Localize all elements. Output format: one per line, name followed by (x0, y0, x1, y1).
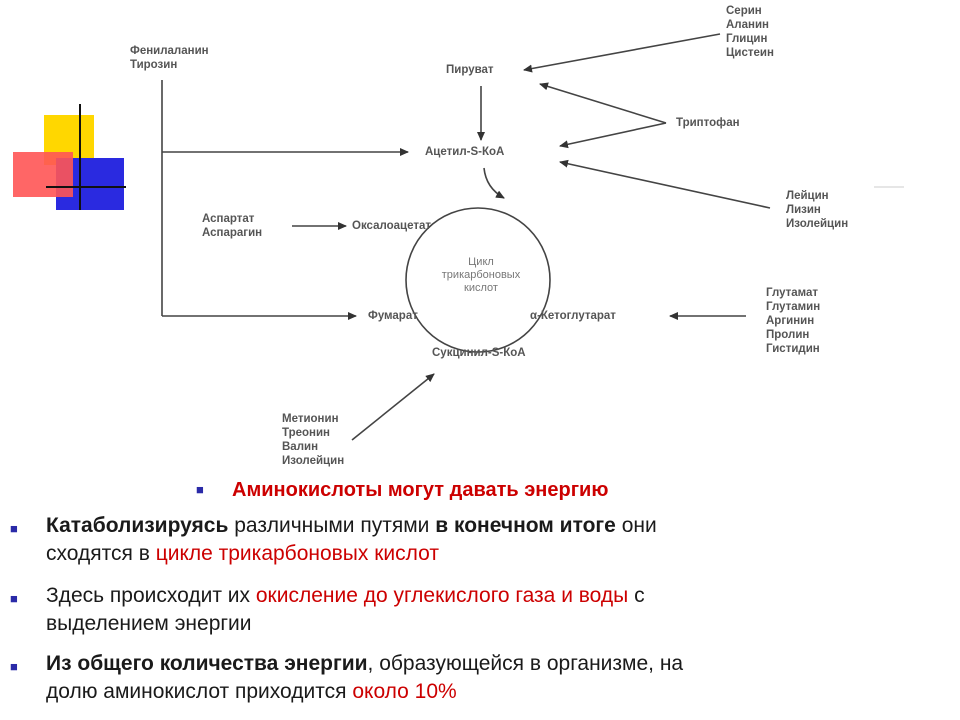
label-acetyl: Ацетил-S-КоА (425, 146, 505, 158)
label-succinyl: Сукцинил-S-КоА (432, 347, 526, 359)
arrow-met-succinyl (351, 373, 435, 441)
decorative-squares (13, 104, 126, 210)
heading-energy: Аминокислоты могут давать энергию (232, 479, 609, 501)
bullet-3: Из общего количества энергии, образующей… (46, 652, 684, 703)
bullet-1: Катаболизируясь различными путями в коне… (46, 514, 657, 565)
red-square (13, 152, 73, 197)
bullet-marker: ■ (196, 482, 204, 497)
label-tryptophan: Триптофан (676, 117, 740, 129)
bullet-marker: ■ (10, 591, 18, 606)
label-pyruvate: Пируват (446, 64, 494, 76)
bullet-2: Здесь происходит их окисление до углекис… (46, 584, 645, 635)
metabolic-pathway-diagram (161, 33, 904, 441)
arrow-leu-acetyl (559, 159, 771, 209)
label-oxaloacetate: Оксалоацетат (352, 220, 432, 232)
arrow-trp-acetyl (559, 122, 667, 149)
tca-cycle-circle (405, 207, 551, 353)
bullet-marker: ■ (10, 659, 18, 674)
label-ketoglutarate: α-Кетоглутарат (530, 310, 616, 322)
arrow-ser-pyruvate (523, 33, 721, 73)
arrow-trp-pyruvate (539, 82, 667, 124)
arrow-acetyl-cycle (483, 167, 505, 199)
bullet-marker: ■ (10, 521, 18, 536)
label-fumarate: Фумарат (368, 310, 418, 322)
